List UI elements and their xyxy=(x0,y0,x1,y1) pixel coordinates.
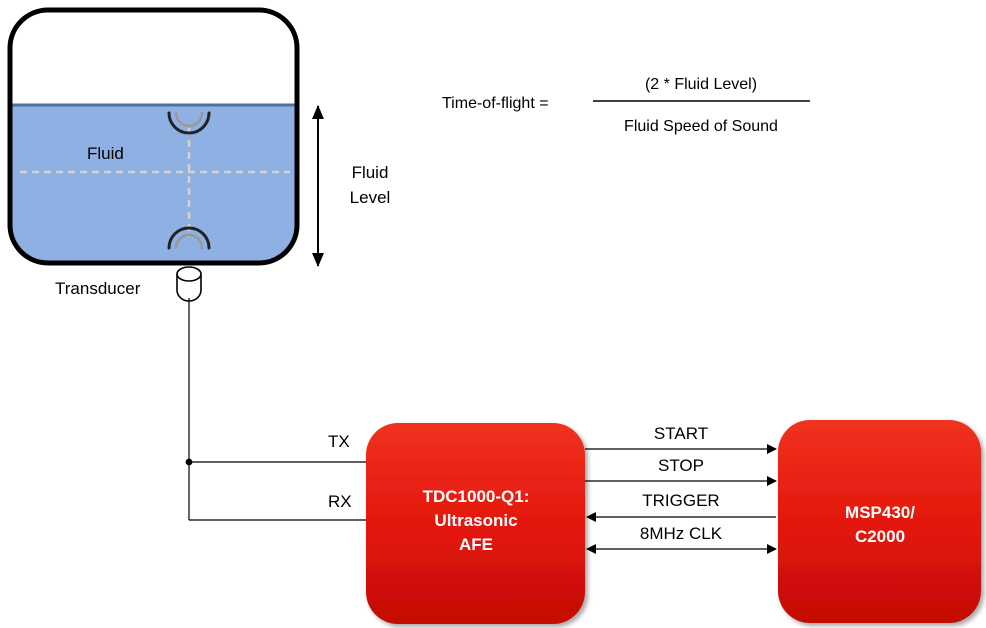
fluid-label: Fluid xyxy=(87,144,124,163)
transducer-wiring xyxy=(185,298,366,521)
stop-label: STOP xyxy=(658,456,704,475)
time-of-flight-formula: Time-of-flight = (2 * Fluid Level) Fluid… xyxy=(442,76,810,135)
mcu-block: MSP430/ C2000 xyxy=(778,420,981,623)
fluid-level-indicator: Fluid Level xyxy=(312,105,391,267)
transducer-top xyxy=(176,266,202,282)
afe-block-shape xyxy=(366,423,585,624)
fluid-level-label-line1: Fluid xyxy=(352,163,389,182)
transducer-label: Transducer xyxy=(55,279,141,298)
fluid-level-label-line2: Level xyxy=(350,188,391,207)
emitted-wave-icon xyxy=(167,226,211,250)
fluid-body xyxy=(10,105,297,263)
formula-numerator: (2 * Fluid Level) xyxy=(645,76,757,93)
junction-dot xyxy=(185,458,193,466)
trigger-label: TRIGGER xyxy=(642,491,719,510)
rx-label: RX xyxy=(328,492,352,511)
formula-denominator: Fluid Speed of Sound xyxy=(624,118,778,135)
tank: Fluid xyxy=(7,7,300,266)
mcu-block-shape xyxy=(778,420,981,623)
mcu-label-line2: C2000 xyxy=(855,527,905,546)
afe-block: TDC1000-Q1: Ultrasonic AFE xyxy=(366,423,585,624)
afe-label-line3: AFE xyxy=(459,535,493,554)
afe-label-line2: Ultrasonic xyxy=(434,511,517,530)
reflected-wave-icon xyxy=(167,111,211,135)
start-label: START xyxy=(654,424,708,443)
signal-lines xyxy=(585,444,777,554)
tx-label: TX xyxy=(328,432,350,451)
afe-label-line1: TDC1000-Q1: xyxy=(423,487,530,506)
tank-outline xyxy=(7,7,300,266)
formula-lhs: Time-of-flight = xyxy=(442,95,549,112)
mcu-label-line1: MSP430/ xyxy=(845,503,915,522)
transducer: Transducer xyxy=(55,266,202,302)
clk-label: 8MHz CLK xyxy=(640,524,723,543)
